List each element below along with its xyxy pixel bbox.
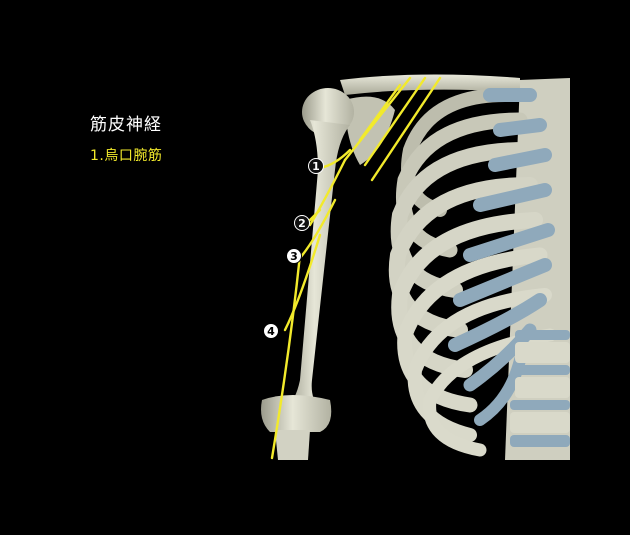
vertebral-discs bbox=[510, 330, 570, 447]
marker-2: 2 bbox=[294, 215, 310, 231]
costal-cartilage bbox=[448, 88, 555, 426]
marker-3: 3 bbox=[286, 248, 302, 264]
humerus bbox=[261, 88, 354, 432]
muscle-label: 1.烏口腕筋 bbox=[90, 148, 163, 164]
nerve bbox=[270, 76, 442, 460]
marker-4: 4 bbox=[263, 323, 279, 339]
ribcage bbox=[388, 88, 557, 457]
figure-title: 筋皮神経 bbox=[90, 115, 162, 135]
vertebrae bbox=[510, 342, 570, 433]
clavicle bbox=[340, 74, 520, 95]
forearm bbox=[275, 430, 310, 460]
marker-1: 1 bbox=[308, 158, 324, 174]
